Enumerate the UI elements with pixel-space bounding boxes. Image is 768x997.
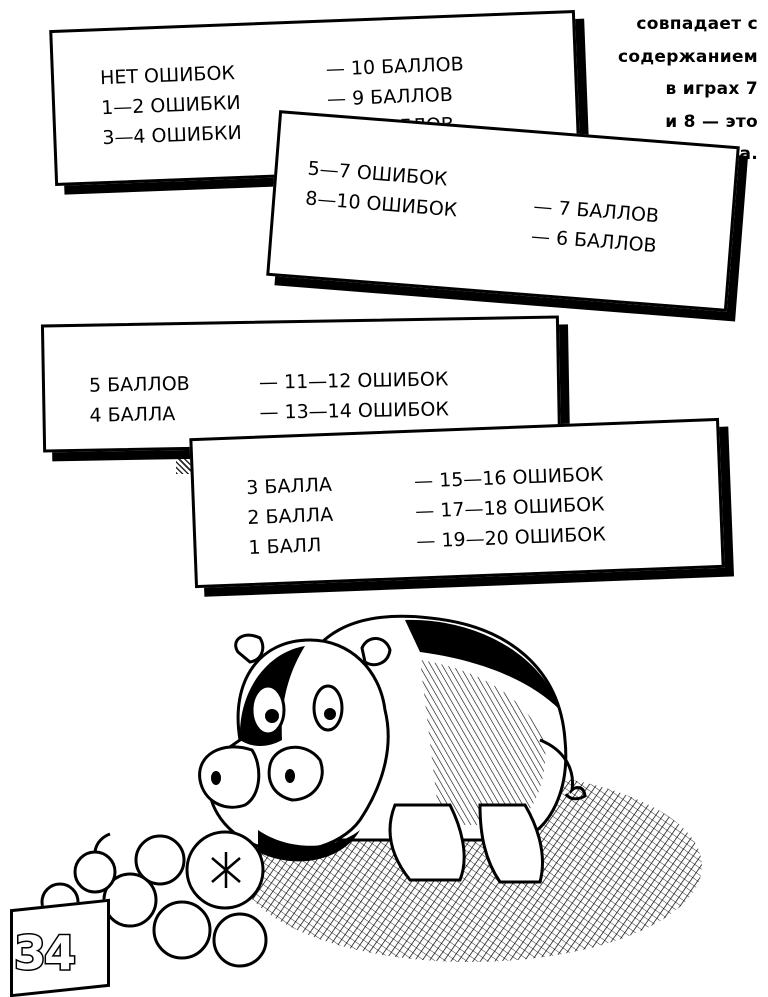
page-number: 34 bbox=[12, 925, 77, 982]
hippo-ear-left bbox=[234, 633, 265, 664]
fruit bbox=[134, 834, 186, 886]
hippo-front-leg bbox=[388, 803, 466, 882]
hippo-ear-right bbox=[360, 637, 392, 667]
fruit bbox=[212, 912, 268, 968]
score-label: 3 БАЛЛА bbox=[245, 473, 333, 500]
hippo-eye-right bbox=[312, 684, 344, 732]
hippo-pupil-left bbox=[265, 709, 279, 723]
score-label: 3—4 ОШИБКИ bbox=[101, 121, 243, 150]
score-label: 5 БАЛЛОВ bbox=[88, 372, 190, 397]
hippo-mouth bbox=[258, 830, 360, 862]
score-label: 4 БАЛЛА bbox=[89, 403, 176, 427]
score-value: — 19—20 ОШИБОК bbox=[416, 523, 607, 553]
side-note: совпадает с содержанием в играх 7 и 8 — … bbox=[574, 8, 758, 171]
hippo-illustration bbox=[40, 614, 702, 968]
hippo-eye-left bbox=[250, 684, 286, 736]
score-value: — 13—14 ОШИБОК bbox=[259, 398, 450, 424]
hippo-pupil-right bbox=[324, 708, 336, 720]
hippo-side-hatch bbox=[420, 660, 546, 825]
side-note-line: в играх 7 bbox=[665, 79, 758, 99]
score-label: 2 БАЛЛА bbox=[247, 503, 334, 530]
hippo-back-leg bbox=[478, 803, 544, 884]
score-card-4: 3 БАЛЛА — 15—16 ОШИБОК 2 БАЛЛА — 17—18 О… bbox=[189, 417, 725, 589]
score-label: 1 БАЛЛ bbox=[248, 534, 322, 560]
score-value: — 11—12 ОШИБОК bbox=[258, 368, 449, 394]
side-note-line: и 8 — это bbox=[665, 111, 758, 132]
fruit-apple bbox=[73, 850, 117, 894]
fruit bbox=[152, 900, 212, 960]
hippo-nostril bbox=[285, 769, 295, 783]
score-card-2: 5—7 ОШИБОК — 7 БАЛЛОВ 8—10 ОШИБОК — 6 БА… bbox=[266, 110, 740, 312]
melon-star bbox=[211, 852, 241, 888]
hippo-nostril bbox=[211, 771, 221, 785]
hippo-tail bbox=[539, 738, 587, 801]
side-note-line: совпадает с bbox=[636, 14, 758, 34]
side-note-line: содержанием bbox=[618, 46, 758, 67]
apple-stem bbox=[93, 832, 111, 853]
hippo-snout-right bbox=[267, 745, 324, 802]
score-value: — 9 БАЛЛОВ bbox=[326, 83, 454, 111]
hippo-snout-left bbox=[198, 745, 261, 809]
hippo-back-shade bbox=[405, 619, 560, 710]
